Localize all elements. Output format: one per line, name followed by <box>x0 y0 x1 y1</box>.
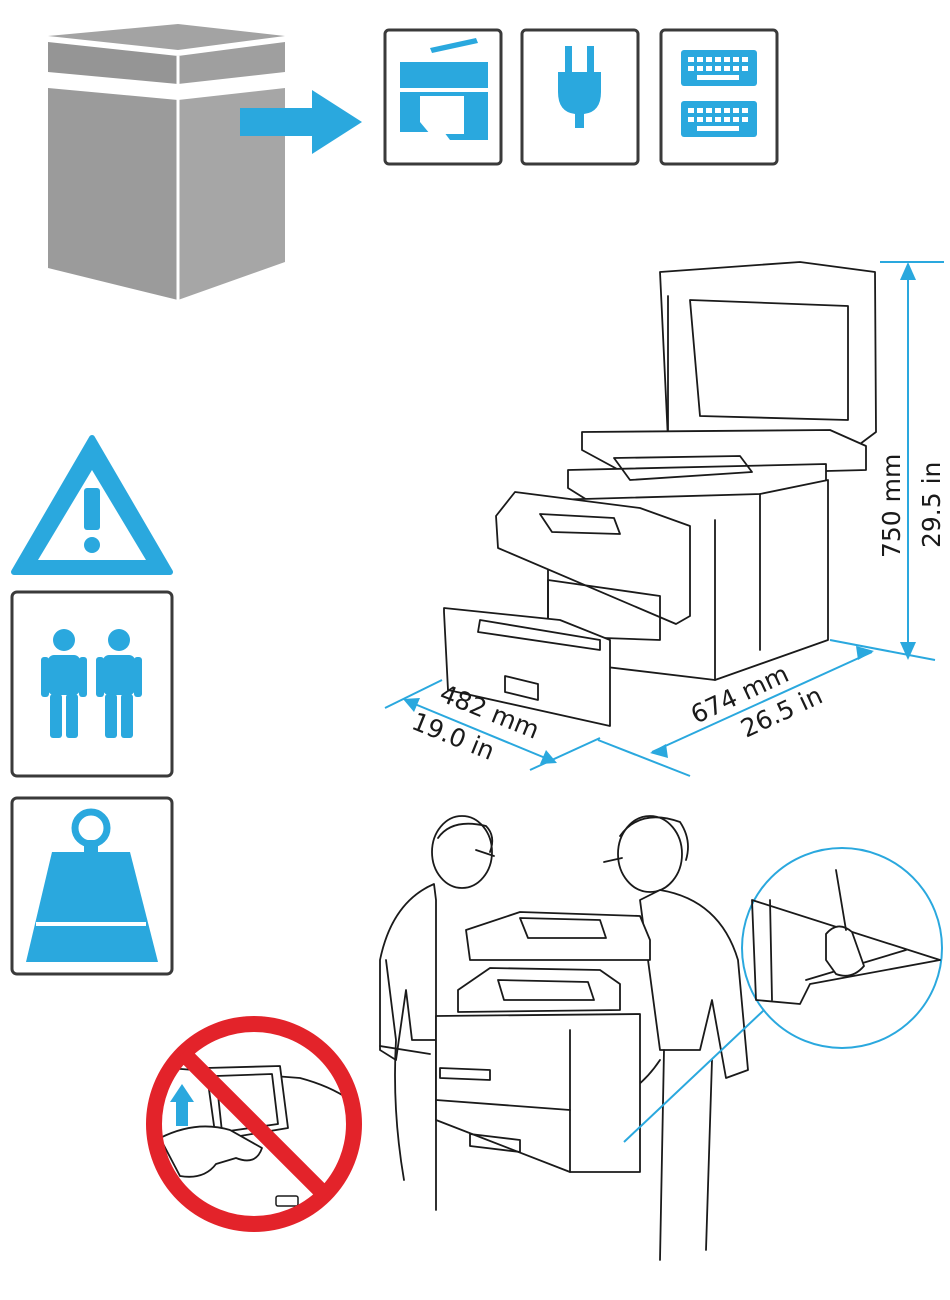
height-in-label: 29.5 in <box>917 462 946 548</box>
two-person-lift-icon <box>12 592 172 776</box>
warning-triangle-icon <box>14 438 170 572</box>
height-mm-label: 750 mm <box>877 454 906 558</box>
shipping-box-icon <box>48 24 285 300</box>
no-lift-by-control-panel-icon <box>154 1024 354 1224</box>
keyboard-overlay-icon <box>661 30 777 164</box>
heavy-weight-icon <box>12 798 172 974</box>
power-plug-icon <box>522 30 638 164</box>
printer-unit-icon <box>385 30 501 164</box>
two-person-lift-illustration <box>380 816 748 1260</box>
